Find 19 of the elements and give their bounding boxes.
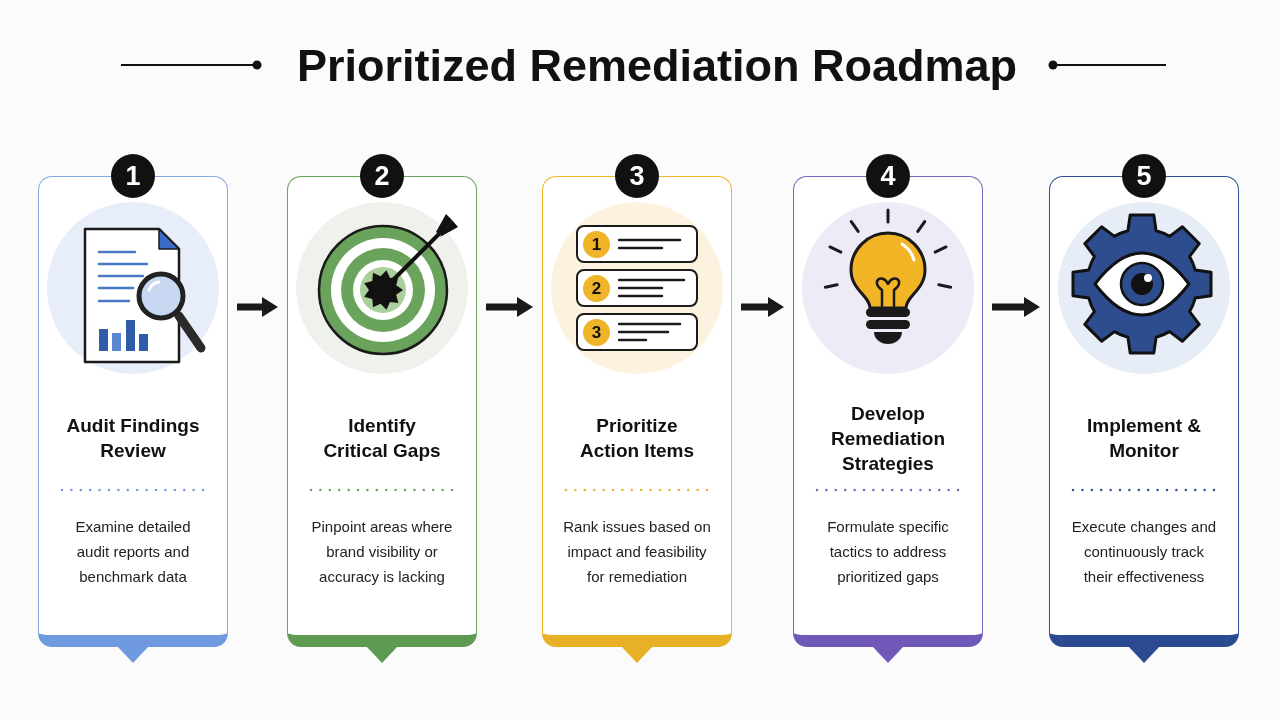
- step-description: Execute changes and continuously track their effectiveness: [1070, 517, 1218, 587]
- step-number-badge: 3: [615, 154, 659, 198]
- step-description: Rank issues based on impact and feasibility for remediation: [562, 517, 712, 587]
- step-title: Prioritize Action Items: [579, 414, 695, 463]
- step-title: Identify Critical Gaps: [322, 414, 442, 463]
- title: Prioritized Remediation Roadmap: [296, 43, 1018, 88]
- number-badge: 3: [583, 318, 610, 346]
- step-number-badge: 5: [1122, 154, 1166, 198]
- step-number-badge: 1: [111, 154, 155, 198]
- number-badge: 2: [583, 274, 610, 302]
- step-description: Examine detailed audit reports and benchmark data: [74, 517, 192, 587]
- step-title: Audit Findings Review: [65, 414, 201, 463]
- number-badge: 1: [583, 230, 610, 258]
- step-title: Implement & Monitor: [1086, 414, 1202, 463]
- step-number-badge: 4: [866, 154, 910, 198]
- step-description: Pinpoint areas where brand visibility or accuracy is lacking: [310, 517, 454, 587]
- step-number-badge: 2: [360, 154, 404, 198]
- step-title: Develop Remediation Strategies: [830, 401, 946, 476]
- step-description: Formulate specific tactics to address prioritized gaps: [826, 517, 950, 587]
